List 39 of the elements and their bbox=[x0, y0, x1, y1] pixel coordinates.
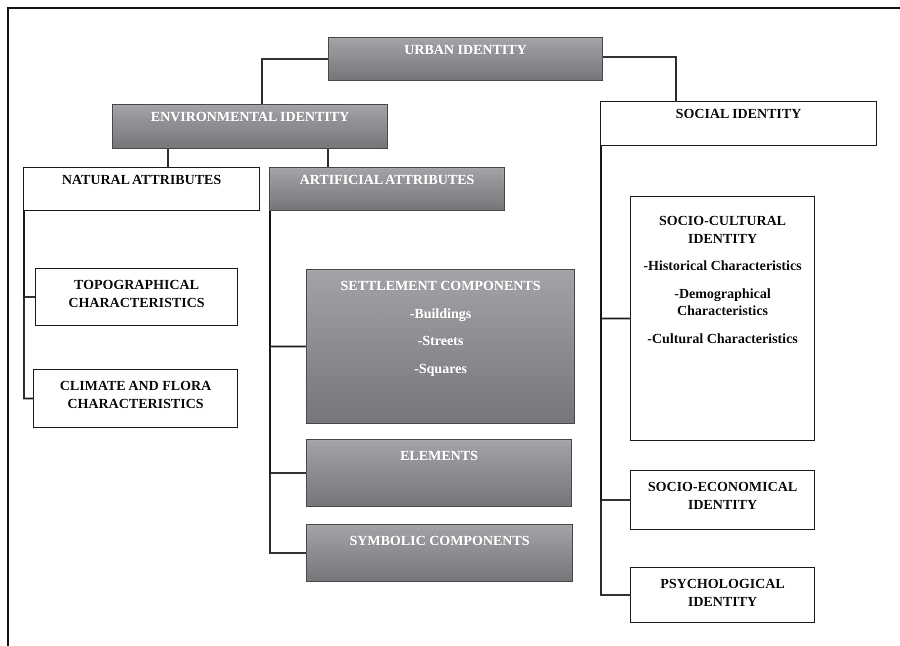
identity-box bbox=[35, 268, 238, 326]
box-heading: SYMBOLIC COMPONENTS bbox=[348, 533, 531, 550]
list-item: -Buildings bbox=[408, 306, 472, 323]
box-heading: NATURAL ATTRIBUTES bbox=[60, 172, 222, 190]
box-heading: CLIMATE AND FLORA CHARACTERISTICS bbox=[58, 378, 212, 413]
box-heading: PSYCHOLOGICAL IDENTITY bbox=[659, 576, 786, 611]
box-heading: URBAN IDENTITY bbox=[403, 42, 528, 60]
connector-line bbox=[269, 211, 306, 554]
list-item: -Squares bbox=[413, 360, 468, 378]
box-heading: SOCIO-ECONOMICAL IDENTITY bbox=[646, 479, 798, 514]
box-heading: ENVIRONMENTAL IDENTITY bbox=[150, 109, 350, 126]
connector-line bbox=[603, 56, 677, 101]
connector-line bbox=[23, 211, 33, 400]
connector-line bbox=[167, 149, 169, 167]
identity-box bbox=[306, 269, 575, 424]
list-item: -Cultural Characteristics bbox=[646, 330, 799, 348]
identity-box bbox=[328, 37, 603, 81]
box-heading: SETTLEMENT COMPONENTS bbox=[339, 278, 542, 296]
identity-box bbox=[112, 104, 388, 149]
identity-box bbox=[33, 369, 238, 428]
box-heading: TOPOGRAPHICAL CHARACTERISTICS bbox=[67, 277, 206, 312]
box-heading: ARTIFICIAL ATTRIBUTES bbox=[298, 172, 476, 190]
connector-line bbox=[600, 146, 630, 596]
identity-box bbox=[269, 167, 505, 211]
box-heading: SOCIAL IDENTITY bbox=[674, 106, 802, 124]
connector-line bbox=[327, 149, 329, 167]
identity-box bbox=[306, 439, 572, 507]
list-item: -Historical Characteristics bbox=[642, 258, 803, 276]
connector-line bbox=[261, 58, 328, 104]
identity-box bbox=[600, 101, 877, 146]
identity-box bbox=[630, 567, 815, 623]
identity-box bbox=[306, 524, 573, 582]
list-item: -Demographical Characteristics bbox=[673, 286, 772, 320]
identity-box bbox=[630, 470, 815, 530]
box-heading: ELEMENTS bbox=[399, 448, 479, 466]
identity-box bbox=[23, 167, 260, 211]
list-item: -Streets bbox=[416, 333, 464, 350]
identity-box bbox=[630, 196, 815, 441]
box-heading: SOCIO-CULTURAL IDENTITY bbox=[658, 213, 788, 248]
